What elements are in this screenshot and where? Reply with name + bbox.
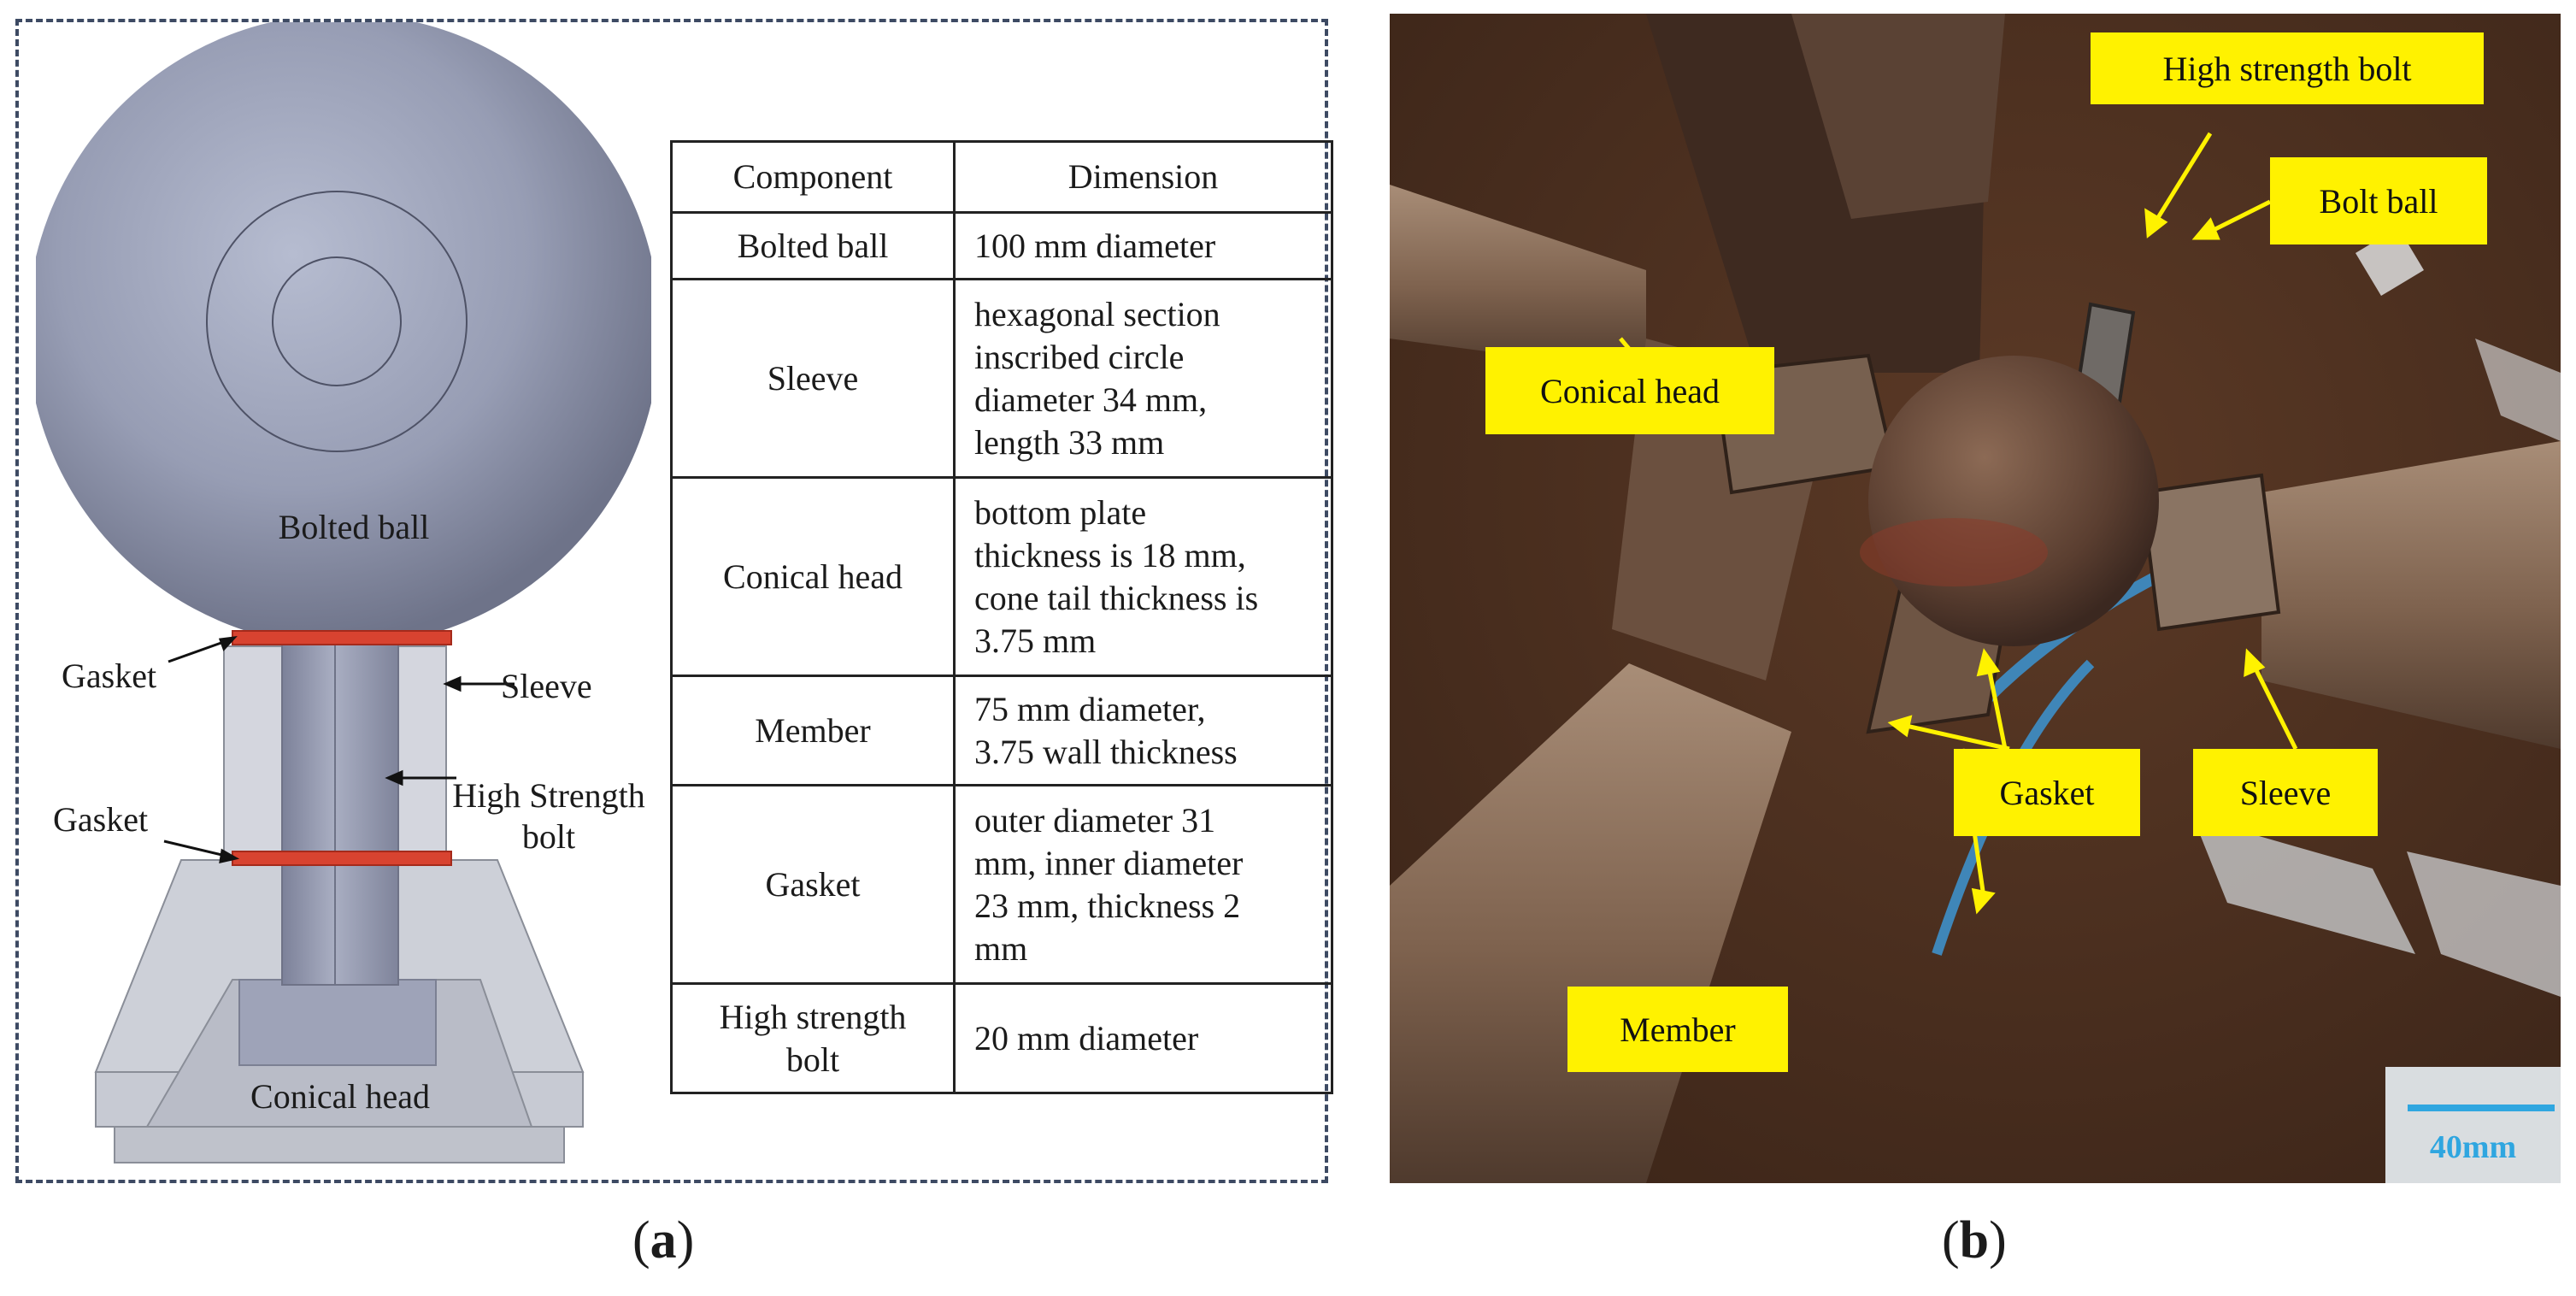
table-cell-line: 20 mm diameter (974, 1018, 1199, 1057)
panel-b-photo: High strength bolt Bolt ball Conical hea… (1390, 14, 2561, 1183)
table-cell-line: 75 mm diameter, (974, 689, 1206, 728)
label-high-strength-line2: bolt (522, 817, 575, 856)
component-dimension-table: Component Dimension Bolted ball 100 mm di… (670, 140, 1333, 1094)
conical-head-shape (94, 859, 585, 1163)
table-cell-line: High strength (719, 997, 907, 1036)
table-cell-component: Member (670, 675, 956, 786)
photo-label-bolt-ball: Bolt ball (2270, 157, 2487, 244)
table-cell-line: diameter 34 mm, (974, 380, 1208, 419)
table-header-row: Component Dimension (670, 140, 1333, 214)
table-cell-dimension: 20 mm diameter (953, 982, 1333, 1094)
table-cell-dimension: outer diameter 31 mm, inner diameter 23 mm… (953, 784, 1333, 985)
table-cell-line: 100 mm diameter (974, 226, 1216, 265)
label-conical-head: Conical head (250, 1077, 430, 1116)
table-cell-line: Gasket (765, 864, 861, 904)
label-sleeve: Sleeve (501, 667, 592, 705)
gasket-top-shape (232, 630, 452, 645)
bolted-ball-shape (36, 22, 651, 638)
table-cell-line: length 33 mm (974, 422, 1165, 462)
photo-label-high-strength-bolt: High strength bolt (2091, 32, 2484, 104)
drawing-leader-lines (163, 636, 515, 863)
table-cell-line: mm (974, 928, 1028, 968)
photo-label-sleeve: Sleeve (2193, 749, 2378, 836)
table-cell-line: mm, inner diameter (974, 843, 1244, 882)
table-cell-line: bolt (785, 1040, 840, 1079)
table-cell-line: bottom plate (974, 492, 1147, 532)
table-cell-line: cone tail thickness is (974, 578, 1259, 617)
caption-b: (b) (1942, 1211, 2007, 1269)
table-cell-line: Bolted ball (737, 226, 889, 265)
table-cell-component: Sleeve (670, 278, 956, 479)
table-row: Sleeve hexagonal section inscribed circle d… (670, 278, 1333, 479)
table-cell-line: thickness is 18 mm, (974, 535, 1246, 574)
table-cell-line: hexagonal section (974, 294, 1220, 333)
table-cell-line: Sleeve (767, 358, 859, 398)
photo-arrows (1619, 132, 2298, 915)
scale-bar-line (2408, 1105, 2555, 1111)
table-cell-component: Conical head (670, 476, 956, 677)
label-gasket-top: Gasket (62, 657, 156, 695)
table-cell-dimension: 100 mm diameter (953, 211, 1333, 280)
table-cell-line: outer diameter 31 (974, 800, 1216, 839)
table-cell-line: inscribed circle (974, 337, 1185, 376)
table-cell-line: Conical head (723, 557, 903, 596)
photo-label-conical-head: Conical head (1485, 347, 1774, 434)
table-cell-dimension: hexagonal section inscribed circle diamete… (953, 278, 1333, 479)
table-cell-line: 3.75 mm (974, 621, 1097, 660)
scale-bar-text: 40mm (2429, 1129, 2517, 1165)
table-cell-component: Bolted ball (670, 211, 956, 280)
panel-a: Bolted ball Gasket Sleeve High Strength … (15, 19, 1333, 1183)
table-row: Gasket outer diameter 31 mm, inner diamete… (670, 784, 1333, 985)
bolt-shaft (281, 642, 399, 986)
label-high-strength-line1: High Strength (452, 776, 645, 815)
table-cell-component: Gasket (670, 784, 956, 985)
table-cell-line: 23 mm, thickness 2 (974, 886, 1241, 925)
table-cell-line: 3.75 wall thickness (974, 732, 1238, 771)
table-row: High strength bolt 20 mm diameter (670, 982, 1333, 1094)
table-header-dimension: Dimension (953, 140, 1333, 214)
table-cell-component: High strength bolt (670, 982, 956, 1094)
table-row: Member 75 mm diameter, 3.75 wall thickness (670, 675, 1333, 786)
caption-a: (a) (632, 1211, 695, 1269)
table-cell-line: Member (755, 710, 871, 750)
table-row: Bolted ball 100 mm diameter (670, 211, 1333, 280)
label-bolted-ball: Bolted ball (279, 508, 430, 546)
photo-members (1390, 14, 2561, 1183)
photo-label-member: Member (1567, 987, 1788, 1072)
photo-bolt-ball (1868, 356, 2159, 646)
cad-drawing: Bolted ball Gasket Sleeve High Strength … (36, 22, 651, 1163)
table-cell-dimension: 75 mm diameter, 3.75 wall thickness (953, 675, 1333, 786)
table-header-component: Component (670, 140, 956, 214)
gasket-bottom-shape (232, 851, 452, 866)
photo-label-gasket: Gasket (1954, 749, 2140, 836)
scale-bar: 40mm (2385, 1067, 2561, 1183)
label-gasket-bottom: Gasket (53, 800, 148, 839)
